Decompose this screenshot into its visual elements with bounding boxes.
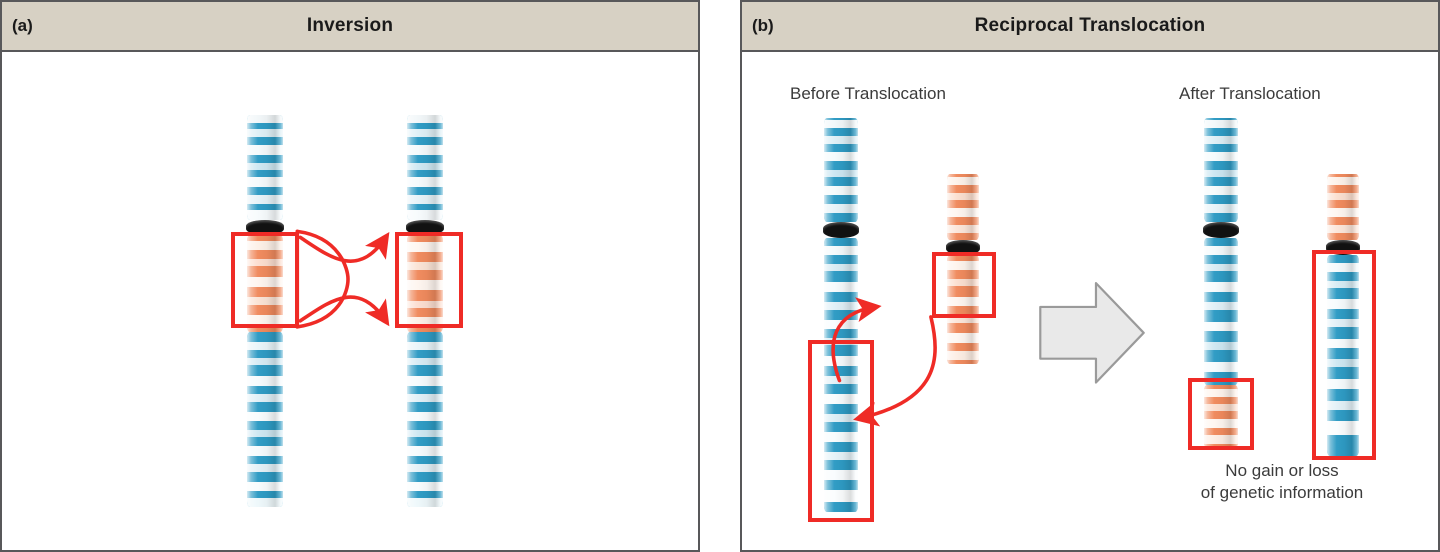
after-orange-translocated-blue-segment <box>1327 255 1359 456</box>
chromosome-inverted-lower-arm <box>407 332 443 507</box>
note-line-1: No gain or loss <box>1225 461 1339 480</box>
panel-b-title: Reciprocal Translocation <box>974 15 1206 36</box>
chromosome-original-orange-segment <box>247 235 283 332</box>
panel-a-letter: (a) <box>12 16 33 35</box>
process-arrow <box>1039 282 1145 384</box>
chromosome-inverted-orange-segment <box>407 235 443 332</box>
panel-inversion: (a) Inversion <box>0 0 700 552</box>
after-blue-upper-arm <box>1204 118 1238 222</box>
before-orange-lower-arm <box>947 255 979 364</box>
chromosome-original-centromere <box>246 220 284 235</box>
after-blue-lower-arm <box>1204 238 1238 385</box>
after-blue-centromere <box>1203 222 1239 238</box>
before-orange-exchange-box <box>932 252 996 318</box>
chromosome-inverted <box>406 115 444 507</box>
after-orange-translocated-region-box <box>1312 250 1376 460</box>
panel-a-header: (a) Inversion <box>2 2 698 52</box>
before-orange-centromere <box>946 240 980 255</box>
after-blue-translocated-region-box <box>1188 378 1254 450</box>
panel-b-header: (b) Reciprocal Translocation <box>742 2 1438 52</box>
before-blue-exchange-box <box>808 340 874 522</box>
chromosome-original-upper-arm <box>247 115 283 220</box>
chromosome-original-lower-arm <box>247 332 283 507</box>
note-line-2: of genetic information <box>1200 483 1364 503</box>
chromosome-inverted-upper-arm <box>407 115 443 220</box>
after-orange-upper-arm <box>1327 174 1359 240</box>
inversion-source-box <box>231 232 299 328</box>
chromosome-inverted-centromere <box>406 220 444 235</box>
inversion-target-box <box>395 232 463 328</box>
panel-b-letter: (b) <box>752 16 774 35</box>
after-large-blue-chromosome <box>1203 118 1239 448</box>
after-blue-translocated-orange-tip <box>1204 385 1238 448</box>
inversion-arrow-layer <box>295 229 390 329</box>
before-orange-upper-arm <box>947 174 979 240</box>
no-gain-or-loss-note: No gain or loss of genetic information <box>1162 460 1402 505</box>
before-small-orange-chromosome <box>946 174 980 364</box>
label-before-translocation: Before Translocation <box>790 84 946 103</box>
chromosome-original <box>246 115 284 507</box>
panel-a-title: Inversion <box>306 15 394 36</box>
before-blue-upper-arm <box>824 118 858 222</box>
panel-b-body: Before Translocation After Translocation <box>742 52 1438 550</box>
label-after-translocation: After Translocation <box>1179 84 1321 103</box>
panel-a-body <box>2 52 698 550</box>
before-blue-centromere <box>823 222 859 238</box>
panel-reciprocal-translocation: (b) Reciprocal Translocation Before Tran… <box>740 0 1440 552</box>
